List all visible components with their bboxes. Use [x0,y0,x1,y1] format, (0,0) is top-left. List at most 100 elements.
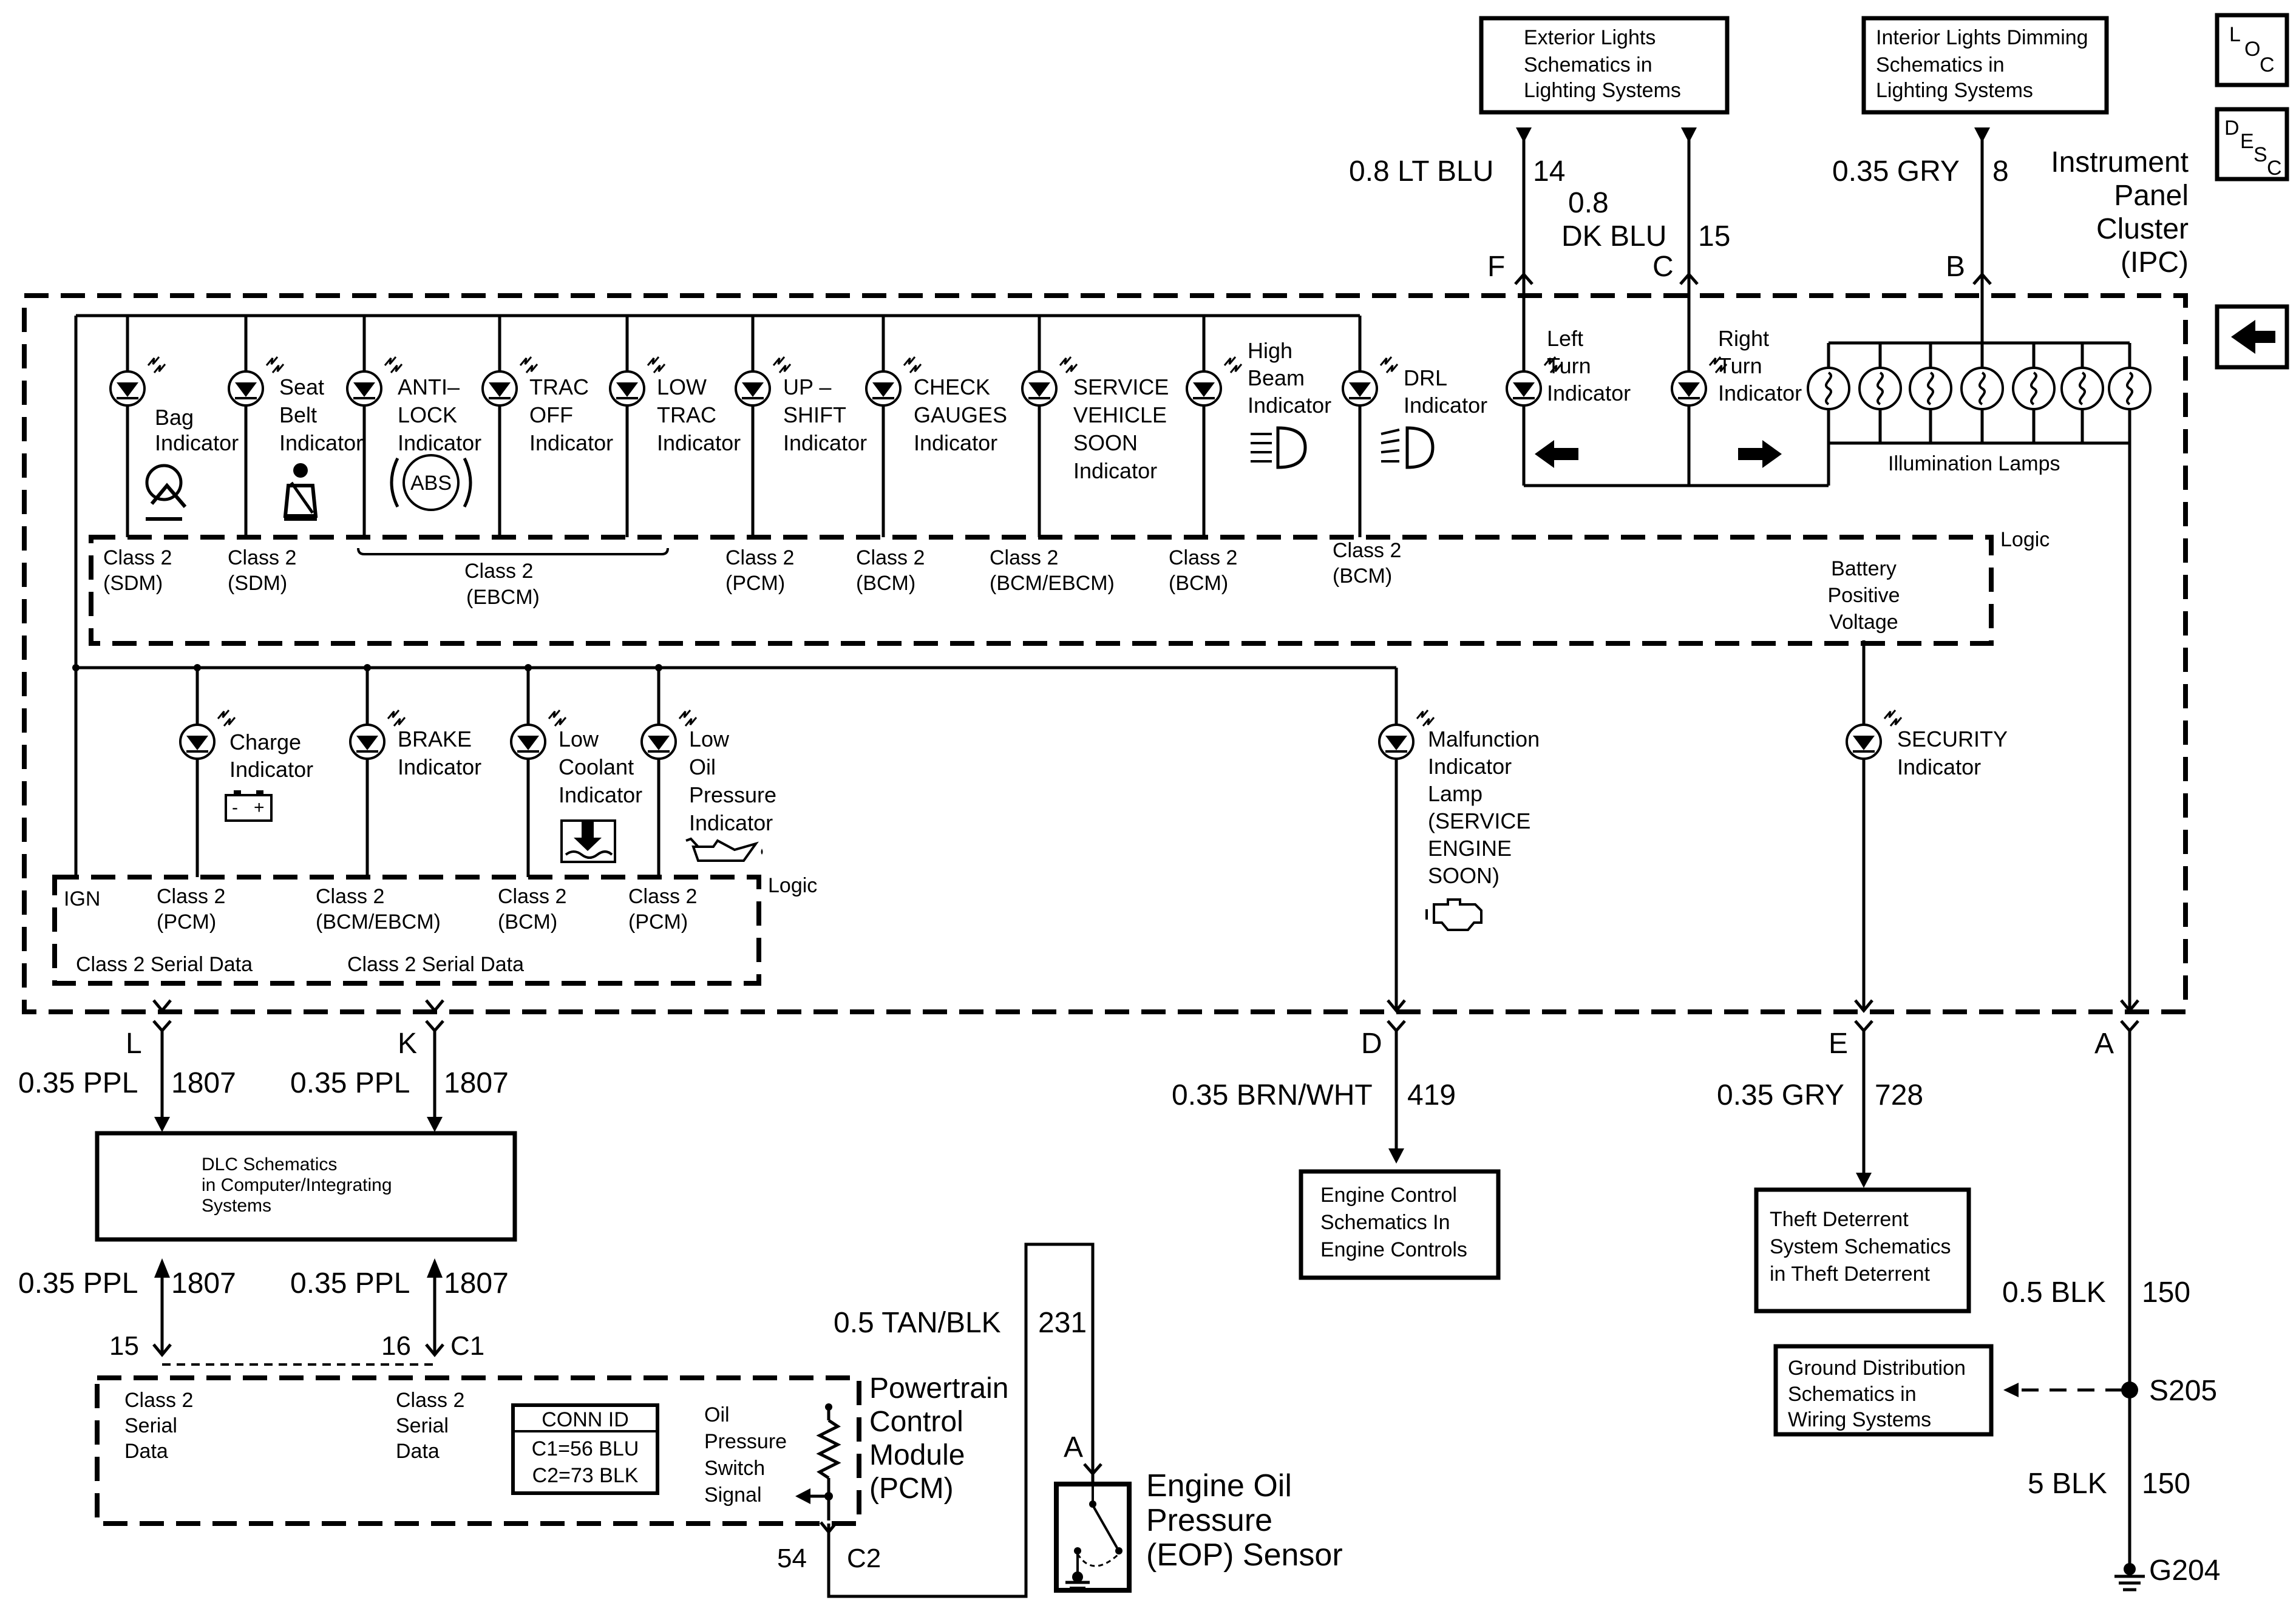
exterior-lights-ref[interactable]: Exterior Lights Schematics in Lighting S… [1479,16,1730,115]
svg-text:Wiring Systems: Wiring Systems [1788,1408,1931,1431]
svg-text:Turn: Turn [1547,353,1591,378]
svg-text:Class 2: Class 2 [228,546,296,569]
pcm-boundary [95,1375,861,1526]
svg-text:C1=56 BLU: C1=56 BLU [532,1437,639,1460]
svg-text:Pressure: Pressure [689,782,776,807]
trac-off-indicator: TRAC OFF Indicator [481,356,613,455]
svg-text:ENGINE: ENGINE [1428,836,1512,861]
wire-l-circuit: 1807 [171,1067,236,1099]
pin-16: 16 [381,1331,411,1361]
illumination-lamps-label: Illumination Lamps [1888,452,2060,475]
loc-button[interactable]: LOC [2215,13,2289,87]
svg-text:Lighting Systems: Lighting Systems [1876,79,2033,102]
svg-text:Serial: Serial [124,1414,177,1437]
svg-text:Data: Data [124,1440,168,1463]
svg-text:(IPC): (IPC) [2121,246,2189,279]
svg-text:CHECK: CHECK [914,375,990,399]
eop-pin-a: A [1064,1431,1083,1463]
svg-text:Belt: Belt [279,402,317,427]
svg-text:Powertrain: Powertrain [869,1372,1008,1405]
svg-text:Indicator: Indicator [914,430,997,455]
theft-deterrent-ref[interactable]: Theft Deterrent System Schematics in The… [1754,1187,1971,1314]
pcm-wire-k-circuit: 1807 [444,1267,509,1300]
svg-text:Class 2: Class 2 [1333,539,1401,562]
svg-text:Left: Left [1547,326,1583,351]
svg-text:(EOP) Sensor: (EOP) Sensor [1146,1537,1343,1573]
pin-f: F [1487,251,1505,283]
svg-text:Exterior Lights: Exterior Lights [1524,26,1656,49]
upper-logic-label: Logic [2000,528,2050,551]
svg-text:Pressure: Pressure [1146,1503,1272,1538]
bag-indicator: Bag Indicator [109,356,239,521]
wire-d-circuit: 419 [1407,1079,1456,1111]
svg-text:Class 2 Serial Data: Class 2 Serial Data [76,953,253,976]
engine-control-ref[interactable]: Engine Control Schematics In Engine Cont… [1299,1169,1501,1280]
svg-text:Schematics In: Schematics In [1320,1211,1450,1234]
lower-logic-box [52,875,761,986]
conn-id-table: CONN ID C1=56 BLU C2=73 BLK [511,1403,659,1495]
svg-text:Class 2: Class 2 [856,546,925,569]
svg-text:E: E [2240,130,2254,153]
ipc-title: Instrument Panel Cluster (IPC) [2051,146,2189,279]
svg-text:Malfunction: Malfunction [1428,727,1540,751]
svg-text:LOW: LOW [657,375,707,399]
svg-text:Positive: Positive [1827,584,1900,607]
right-turn-indicator: Right Turn Indicator [1671,326,1802,468]
svg-text:Class 2: Class 2 [396,1389,464,1412]
svg-text:Oil: Oil [704,1403,730,1426]
up-shift-indicator: UP – SHIFT Indicator [735,356,867,455]
svg-text:DLC Schematics: DLC Schematics [202,1154,337,1175]
svg-text:(PCM): (PCM) [628,910,688,934]
abs-icon: ABS [390,454,472,511]
svg-text:Seat: Seat [279,375,324,399]
wire-a-color-2: 5 BLK [2028,1468,2107,1500]
svg-text:Panel: Panel [2114,180,2189,212]
svg-text:Oil: Oil [689,754,716,779]
svg-text:Indicator: Indicator [529,430,613,455]
svg-text:(BCM): (BCM) [856,572,915,595]
svg-text:Theft Deterrent: Theft Deterrent [1770,1208,1909,1231]
svg-text:SOON: SOON [1073,430,1138,455]
svg-text:OFF: OFF [529,402,573,427]
low-trac-indicator: LOW TRAC Indicator [609,356,741,455]
low-coolant-indicator: Low Coolant Indicator [510,709,642,863]
svg-text:GAUGES: GAUGES [914,402,1007,427]
svg-text:TRAC: TRAC [657,402,716,427]
svg-text:High: High [1248,338,1292,363]
svg-text:DRL: DRL [1404,365,1447,390]
svg-text:(PCM): (PCM) [725,572,785,595]
svg-text:(SDM): (SDM) [103,572,163,595]
lower-logic-labels: IGN Class 2 (PCM) Class 2 (BCM/EBCM) Cla… [64,885,697,976]
back-arrow-button[interactable] [2215,304,2289,370]
pcm-wires [152,1242,1102,1598]
svg-text:Indicator: Indicator [689,810,773,835]
ground-distribution-ref[interactable]: Ground Distribution Schematics in Wiring… [1773,1344,1994,1437]
pcm-wire-l-circuit: 1807 [171,1267,236,1300]
svg-text:Serial: Serial [396,1414,449,1437]
left-arrow-icon [1535,440,1578,468]
svg-text:SOON): SOON) [1428,863,1500,888]
svg-text:Indicator: Indicator [657,430,741,455]
wire-c-color: 0.8 [1568,187,1609,219]
svg-text:L: L [2229,23,2241,46]
wire-c-color-2: DK BLU [1561,220,1666,253]
ipc-boundary [22,293,2188,1014]
airbag-icon [145,464,187,521]
svg-text:Class 2: Class 2 [103,546,172,569]
svg-text:(BCM/EBCM): (BCM/EBCM) [990,572,1115,595]
interior-lights-ref[interactable]: Interior Lights Dimming Schematics in Li… [1861,16,2109,115]
left-turn-indicator: Left Turn Indicator [1506,326,1631,468]
security-indicator: SECURITY Indicator [1846,709,2008,779]
lower-drops [72,664,1398,1011]
svg-text:(PCM): (PCM) [157,910,216,934]
svg-text:Class 2: Class 2 [124,1389,193,1412]
upper-logic-labels: Class 2 (SDM) Class 2 (SDM) Class 2 (EBC… [103,539,1900,634]
svg-text:Indicator: Indicator [155,430,239,455]
svg-text:+: + [254,798,265,818]
dlc-schematics-ref[interactable]: DLC Schematics in Computer/Integrating S… [95,1131,517,1242]
coolant-icon [560,819,616,863]
high-beam-icon [1251,426,1307,469]
svg-text:Indicator: Indicator [1428,754,1512,779]
